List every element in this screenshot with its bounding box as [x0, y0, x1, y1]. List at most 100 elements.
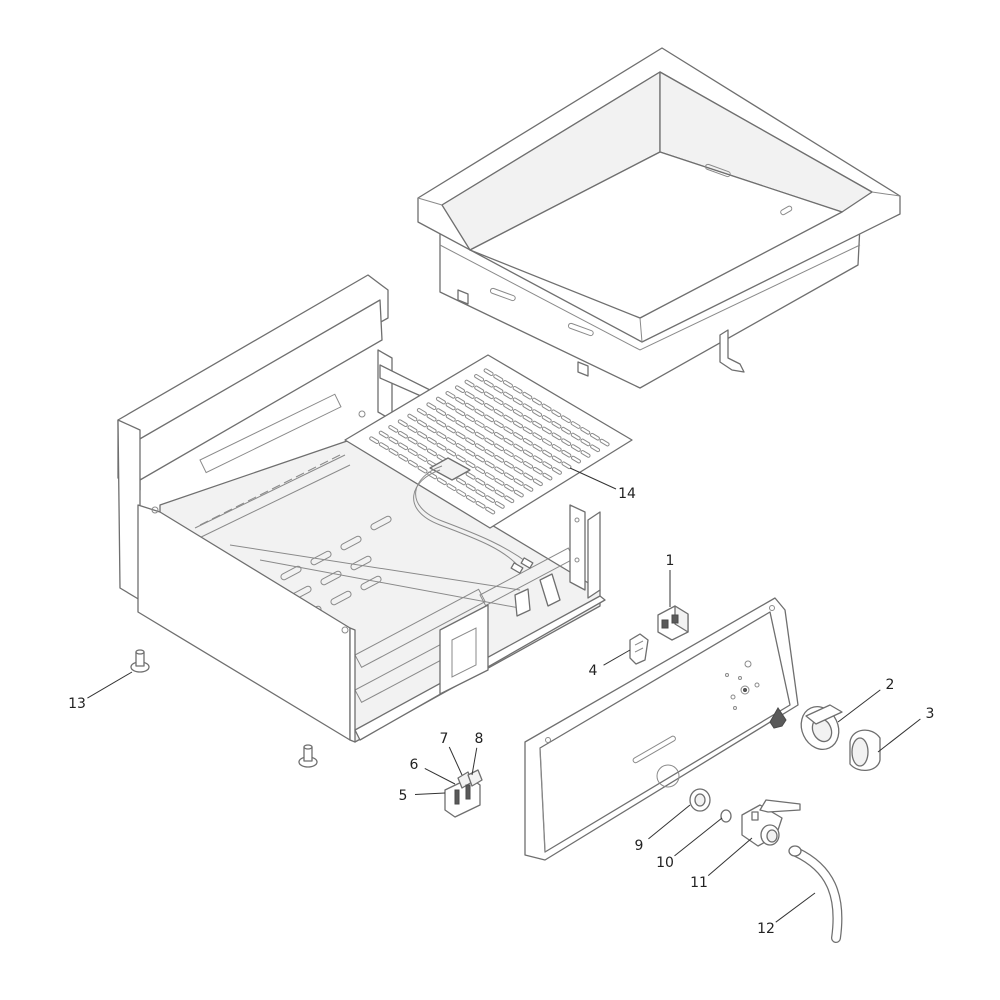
- plate-slot: [494, 443, 505, 452]
- plate-slot: [474, 385, 485, 394]
- plate-slot: [541, 438, 553, 446]
- plate-slot: [426, 413, 437, 422]
- callout-leader-3: [877, 718, 921, 753]
- plate-slot: [465, 471, 476, 480]
- plate-slot: [484, 460, 495, 469]
- plate-slot: [551, 455, 562, 464]
- plate-slot: [398, 442, 409, 451]
- plate-slot: [503, 460, 514, 469]
- callout-label-10: 10: [656, 855, 674, 871]
- plate-slot: [504, 495, 515, 504]
- plate-slot: [503, 437, 514, 446]
- plate-slot: [551, 444, 562, 452]
- plate-slot: [474, 397, 485, 405]
- plate-slot: [465, 483, 476, 492]
- plate-slot: [542, 461, 553, 469]
- heating-plate: [344, 354, 633, 574]
- plate-slot: [483, 402, 495, 411]
- plate-slot: [436, 442, 447, 451]
- plate-slot: [532, 443, 543, 452]
- plate-slot: [513, 455, 524, 463]
- terminal-part-4: [629, 633, 649, 665]
- callout-label-9: 9: [635, 838, 644, 854]
- callout-label-12: 12: [757, 921, 775, 937]
- plate-slot: [570, 421, 581, 429]
- callout-leader-14: [569, 467, 617, 490]
- plate-slot: [541, 403, 552, 412]
- plate-slot: [513, 478, 524, 486]
- plate-slot: [512, 397, 523, 406]
- plate-slot: [474, 454, 486, 463]
- callout-leader-5: [414, 792, 446, 796]
- plate-slot: [417, 465, 428, 474]
- drain-valve-part-11: [741, 799, 801, 847]
- plate-slot: [580, 450, 591, 458]
- plate-slot: [485, 495, 496, 503]
- plate-slot: [445, 391, 456, 399]
- plate-slot: [522, 403, 533, 412]
- plate-slot: [493, 420, 504, 429]
- plate-slot: [474, 443, 485, 451]
- callout-label-11: 11: [690, 875, 708, 891]
- callout-label-14: 14: [618, 486, 636, 502]
- callout-leader-2: [837, 689, 881, 723]
- plate-slot: [493, 431, 504, 440]
- foot-part-13-second: [298, 744, 318, 768]
- plate-slot: [599, 438, 610, 447]
- plate-slot: [522, 426, 533, 435]
- plate-slot: [378, 430, 389, 439]
- plate-slot: [474, 408, 485, 417]
- plate-slot: [522, 437, 533, 446]
- plate-slot: [502, 380, 513, 388]
- callout-leader-13: [87, 671, 133, 699]
- plate-slot: [494, 454, 505, 463]
- plate-slot: [407, 459, 418, 468]
- plate-slot: [474, 374, 485, 382]
- callout-leader-12: [775, 892, 816, 923]
- plate-slot: [435, 396, 446, 405]
- plate-slot: [522, 449, 533, 458]
- plate-slot: [417, 454, 428, 462]
- plate-slot: [436, 408, 447, 416]
- top-pan-tank: [417, 47, 901, 389]
- plate-slot: [541, 426, 552, 435]
- plate-slot: [398, 453, 409, 462]
- plate-slot: [493, 374, 504, 382]
- plate-slot: [484, 449, 495, 457]
- plate-slot: [580, 438, 591, 447]
- plate-slot: [532, 409, 543, 417]
- plate-slot: [436, 431, 447, 439]
- callout-label-1: 1: [666, 553, 675, 569]
- plate-slot: [570, 432, 581, 441]
- plate-slot: [485, 506, 496, 515]
- plate-slot: [378, 442, 389, 450]
- plate-slot: [475, 477, 486, 486]
- plate-slot: [454, 385, 466, 394]
- callout-label-4: 4: [589, 663, 598, 679]
- knob-part-3: [849, 729, 881, 771]
- plate-slot: [522, 414, 533, 423]
- plate-slot: [551, 420, 562, 429]
- plate-slot: [456, 477, 467, 486]
- plate-slot: [513, 466, 524, 475]
- callout-leader-9: [648, 804, 691, 840]
- callout-leader-7: [448, 746, 463, 776]
- plate-slot: [532, 455, 543, 464]
- plate-slot: [523, 461, 534, 469]
- callout-label-6: 6: [410, 757, 419, 773]
- plate-slot: [407, 425, 418, 433]
- plate-slot: [426, 425, 437, 434]
- plate-slot: [493, 408, 504, 417]
- plate-slot: [532, 420, 543, 429]
- plate-slot: [570, 444, 581, 452]
- plate-slot: [475, 466, 486, 474]
- plate-slot: [446, 483, 457, 491]
- plate-slot: [436, 419, 447, 428]
- plate-slot: [503, 391, 514, 400]
- plate-slot: [388, 425, 399, 433]
- callout-label-2: 2: [886, 677, 895, 693]
- callout-label-3: 3: [926, 706, 935, 722]
- plate-slot: [465, 448, 476, 457]
- plate-slot: [465, 425, 476, 434]
- plate-slot: [465, 495, 476, 503]
